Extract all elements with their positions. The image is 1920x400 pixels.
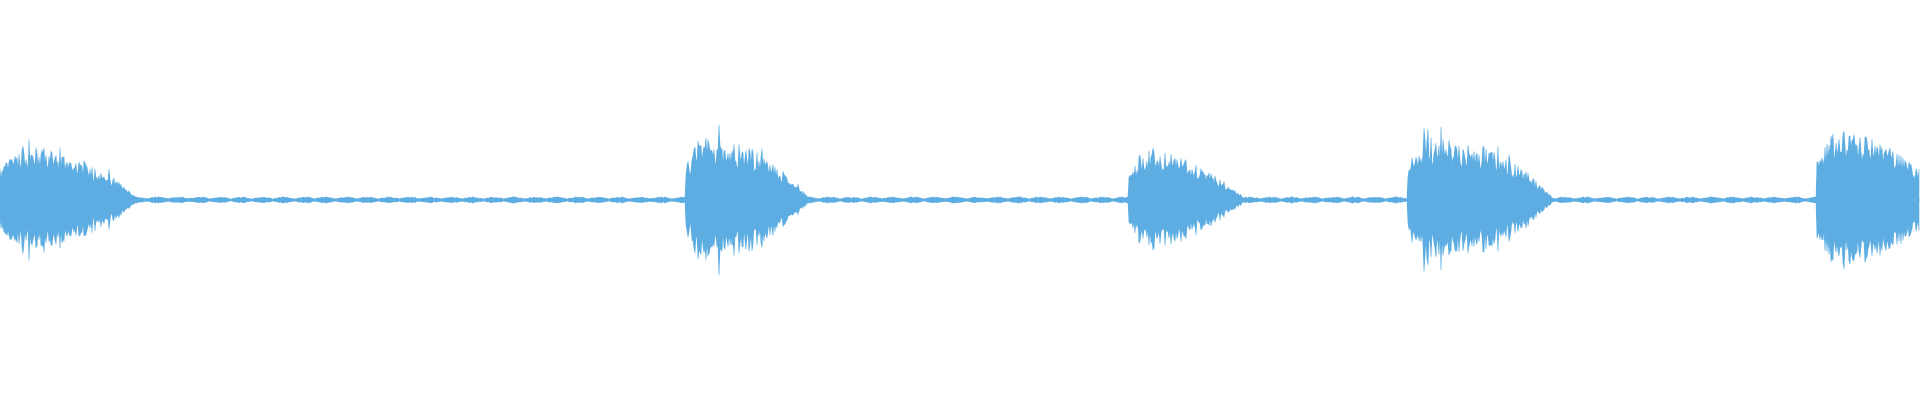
audio-waveform[interactable] xyxy=(0,0,1920,400)
waveform-view[interactable] xyxy=(0,0,1920,400)
